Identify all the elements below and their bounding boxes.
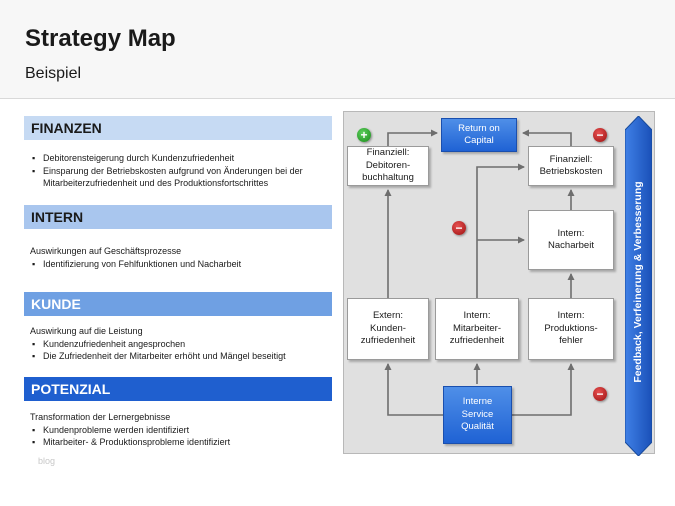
section-text-potenzial: Transformation der Lernergebnisse Kunden… [30,411,330,449]
feedback-arrow-shape [625,116,652,456]
section-text-intern: Auswirkungen auf Geschäftsprozesse Ident… [30,245,330,270]
section-intro: Auswirkungen auf Geschäftsprozesse [30,246,182,256]
page-subtitle: Beispiel [25,65,82,82]
bullet-item: Identifizierung von Fehlfunktionen und N… [30,258,330,271]
bullet-item: Debitorensteigerung durch Kundenzufriede… [30,152,330,165]
section-text-kunde: Auswirkung auf die Leistung Kundenzufrie… [30,325,330,363]
node-debitorenbuchhaltung: Finanziell: Debitoren- buchhaltung [347,146,429,186]
section-heading-finanzen: FINANZEN [24,116,332,140]
bullet-item: Kundenprobleme werden identifiziert [30,424,330,437]
node-produktionsfehler: Intern: Produktions- fehler [528,298,614,360]
header: Strategy Map Beispiel [0,0,675,99]
bullet-item: Einsparung der Betriebskosten aufgrund v… [30,165,330,190]
page-title: Strategy Map [25,25,176,52]
section-intro: Auswirkung auf die Leistung [30,326,143,336]
node-nacharbeit: Intern: Nacharbeit [528,210,614,270]
bullet-item: Kundenzufriedenheit angesprochen [30,338,330,351]
node-kundenzufriedenheit: Extern: Kunden- zufriedenheit [347,298,429,360]
minus-icon: − [593,128,607,142]
node-betriebskosten: Finanziell: Betriebskosten [528,146,614,186]
node-interne-service-qualitaet: Interne Service Qualität [443,386,512,444]
section-heading-intern: INTERN [24,205,332,229]
minus-icon: − [452,221,466,235]
bullet-item: Mitarbeiter- & Produktionsprobleme ident… [30,436,330,449]
feedback-label: Feedback, Verfeinerung & Verbesserung [632,181,644,383]
section-heading-potenzial: POTENZIAL [24,377,332,401]
section-intro: Transformation der Lernergebnisse [30,412,171,422]
minus-icon: − [593,387,607,401]
watermark: blog [38,456,56,466]
node-return-on-capital: Return on Capital [441,118,517,152]
section-heading-kunde: KUNDE [24,292,332,316]
bullet-item: Die Zufriedenheit der Mitarbeiter erhöht… [30,350,330,363]
plus-icon: + [357,128,371,142]
node-mitarbeiterzufriedenheit: Intern: Mitarbeiter- zufriedenheit [435,298,519,360]
section-text-finanzen: Debitorensteigerung durch Kundenzufriede… [30,152,330,190]
